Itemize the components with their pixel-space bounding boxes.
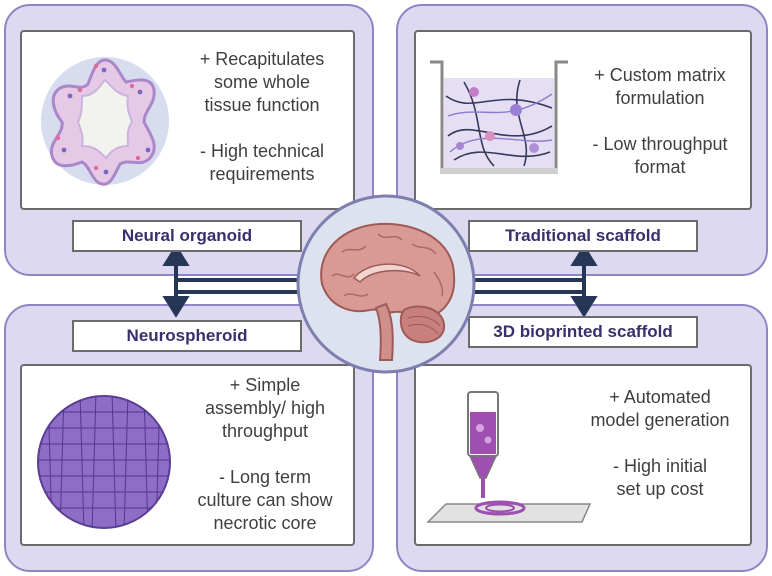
organoid-icon (41, 57, 169, 186)
bioprinted-scaffold-pro-line-1: + Automated (609, 387, 711, 407)
label-bioprinted-scaffold: 3D bioprinted scaffold (468, 316, 698, 348)
traditional-scaffold-pro-line-1: + Custom matrix (594, 65, 726, 85)
bioprinted-scaffold-pro-line-2: model generation (590, 410, 730, 430)
bioprinted-scaffold-con-line-1: - High initial (612, 456, 708, 476)
traditional-scaffold-con-line-1: - Low throughput (592, 134, 728, 154)
label-traditional-scaffold: Traditional scaffold (468, 220, 698, 252)
neurospheroid-pro-line-1: + Simple (229, 375, 301, 395)
scaffold-well-icon (430, 60, 568, 174)
bioprinter-icon (426, 391, 592, 523)
neural-organoid-pro-line-1: + Recapitulates (199, 49, 325, 69)
traditional-scaffold-pro-line-2: formulation (615, 88, 705, 108)
neural-organoid-pro-line-2: some whole (213, 72, 311, 92)
traditional-scaffold-content-box (414, 30, 752, 210)
neurospheroid-text: + Simple assembly/ high throughput - Lon… (182, 374, 348, 535)
bioprinted-scaffold-con-line-2: set up cost (616, 479, 704, 499)
label-neural-organoid: Neural organoid (72, 220, 302, 252)
neurospheroid-con-line-2: culture can show (197, 490, 333, 510)
neurospheroid-pro-line-2: assembly/ high (204, 398, 326, 418)
neurospheroid-con-line-1: - Long term (218, 467, 312, 487)
traditional-scaffold-con-line-2: format (634, 157, 686, 177)
neural-organoid-con-line-1: - High technical (199, 141, 325, 161)
neurospheroid-pro-line-3: throughput (221, 421, 309, 441)
neural-organoid-pro-line-3: tissue function (204, 95, 320, 115)
bioprinted-scaffold-text: + Automated model generation - High init… (572, 386, 748, 501)
spheroid-icon (37, 395, 171, 529)
brain-sagittal-icon (296, 194, 476, 374)
traditional-scaffold-text: + Custom matrix formulation - Low throug… (574, 64, 746, 179)
label-neurospheroid: Neurospheroid (72, 320, 302, 352)
neurospheroid-con-line-3: necrotic core (213, 513, 317, 533)
neural-organoid-con-line-2: requirements (209, 164, 315, 184)
neural-organoid-text: + Recapitulates some whole tissue functi… (176, 48, 348, 186)
